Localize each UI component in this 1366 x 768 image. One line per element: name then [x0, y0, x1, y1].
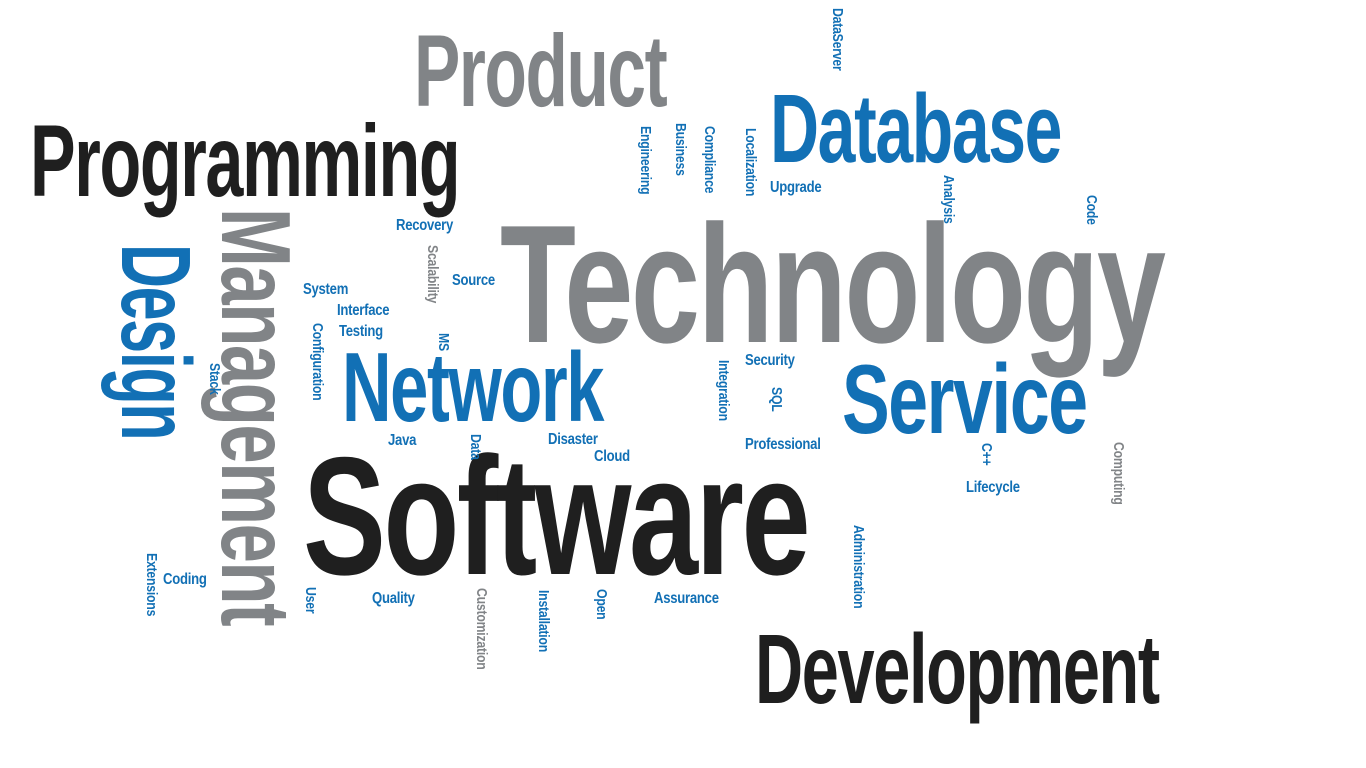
- word-system: System: [303, 281, 349, 298]
- word-engineering: Engineering: [637, 126, 654, 195]
- word-scalability: Scalability: [424, 245, 441, 304]
- word-business: Business: [672, 123, 689, 176]
- word-lifecycle: Lifecycle: [966, 479, 1020, 496]
- word-dataserver: DataServer: [829, 8, 846, 71]
- word-sql: SQL: [768, 387, 785, 412]
- word-integration: Integration: [715, 360, 732, 421]
- word-compliance: Compliance: [701, 126, 718, 194]
- word-administration: Administration: [850, 525, 867, 609]
- word-cloud: Cloud: [594, 448, 630, 465]
- word-coding: Coding: [163, 571, 207, 588]
- word-network: Network: [342, 332, 604, 442]
- word-upgrade: Upgrade: [770, 179, 822, 196]
- word-management: Management: [201, 208, 311, 626]
- word-installation: Installation: [535, 590, 552, 652]
- word-customization: Customization: [473, 588, 490, 670]
- word-localization: Localization: [742, 128, 759, 197]
- word-testing: Testing: [339, 323, 383, 340]
- word-user: User: [302, 587, 319, 614]
- word-ms: MS: [435, 333, 452, 351]
- word-recovery: Recovery: [396, 217, 453, 234]
- word-open: Open: [593, 589, 610, 620]
- word-cpp: C++: [978, 443, 995, 466]
- word-java: Java: [388, 432, 417, 449]
- word-source: Source: [452, 272, 495, 289]
- word-software: Software: [303, 422, 811, 610]
- word-data: Data: [467, 434, 484, 460]
- word-interface: Interface: [337, 302, 390, 319]
- word-analysis: Analysis: [940, 175, 957, 224]
- word-configuration: Configuration: [309, 323, 326, 401]
- word-development: Development: [755, 614, 1160, 724]
- word-product: Product: [414, 14, 668, 128]
- word-quality: Quality: [372, 590, 415, 607]
- word-professional: Professional: [745, 436, 821, 453]
- word-design: Design: [101, 244, 211, 440]
- word-technology: Technology: [500, 190, 1166, 378]
- word-extensions: Extensions: [143, 553, 160, 617]
- word-disaster: Disaster: [548, 431, 598, 448]
- word-programming: Programming: [30, 104, 461, 218]
- word-database: Database: [770, 74, 1062, 183]
- word-stack: Stack: [206, 363, 223, 395]
- word-computing: Computing: [1110, 442, 1127, 505]
- word-assurance: Assurance: [654, 590, 719, 607]
- word-security: Security: [745, 352, 795, 369]
- word-code: Code: [1083, 195, 1100, 225]
- word-service: Service: [842, 344, 1088, 454]
